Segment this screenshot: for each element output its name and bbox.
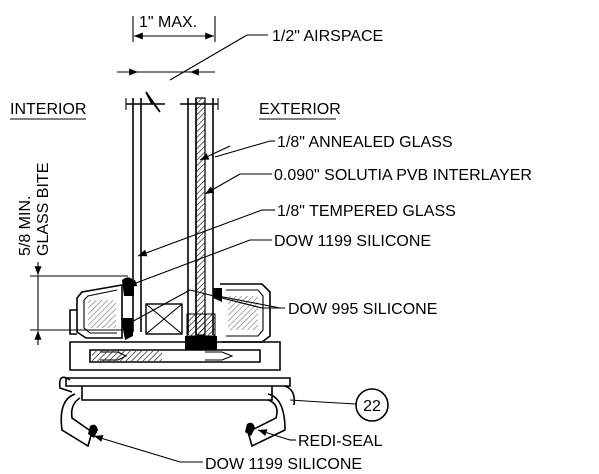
- top-dimension: 1" MAX.: [132, 14, 216, 42]
- label-tempered-glass: 1/8" TEMPERED GLASS: [277, 203, 456, 220]
- glass-bite-label-line2: GLASS BITE: [35, 163, 52, 256]
- setting-block-silicone: [185, 336, 217, 350]
- silicone-bead-interior-top: [122, 277, 134, 296]
- outer-fins: [58, 376, 296, 448]
- top-dimension-label: 1" MAX.: [139, 14, 197, 31]
- spacer-block: [145, 303, 183, 335]
- leader-lines: [93, 140, 357, 463]
- label-pvb-interlayer: 0.090" SOLUTIA PVB INTERLAYER: [274, 167, 532, 184]
- exterior-laminated-pane: [187, 97, 214, 336]
- callout-bubble: [355, 388, 389, 422]
- interior-glazing-stop: [69, 284, 123, 339]
- callout-number: 22: [363, 398, 381, 415]
- frame-extrusion: [65, 341, 291, 401]
- label-airspace: 1/2" AIRSPACE: [272, 28, 383, 45]
- label-silicone-1199-top: DOW 1199 SILICONE: [274, 233, 431, 250]
- label-silicone-995: DOW 995 SILICONE: [288, 301, 437, 318]
- exterior-glazing-stop: [220, 283, 271, 343]
- glass-bite-dimension: 5/8 MIN. GLASS BITE: [17, 163, 128, 345]
- redi-seal-bead-left: [88, 424, 98, 438]
- exterior-heading: EXTERIOR: [259, 101, 341, 118]
- interior-tempered-pane: [132, 98, 142, 332]
- silicone-bead-exterior: [213, 288, 222, 302]
- label-redi-seal: REDI-SEAL: [298, 433, 383, 450]
- label-silicone-1199-bottom: DOW 1199 SILICONE: [205, 456, 362, 473]
- redi-seal-bead-right: [245, 422, 255, 436]
- glass-bite-label-line1: 5/8 MIN.: [17, 196, 34, 256]
- airspace-dimension: [117, 34, 268, 81]
- interior-heading: INTERIOR: [10, 101, 86, 118]
- label-annealed-glass: 1/8" ANNEALED GLASS: [277, 134, 453, 151]
